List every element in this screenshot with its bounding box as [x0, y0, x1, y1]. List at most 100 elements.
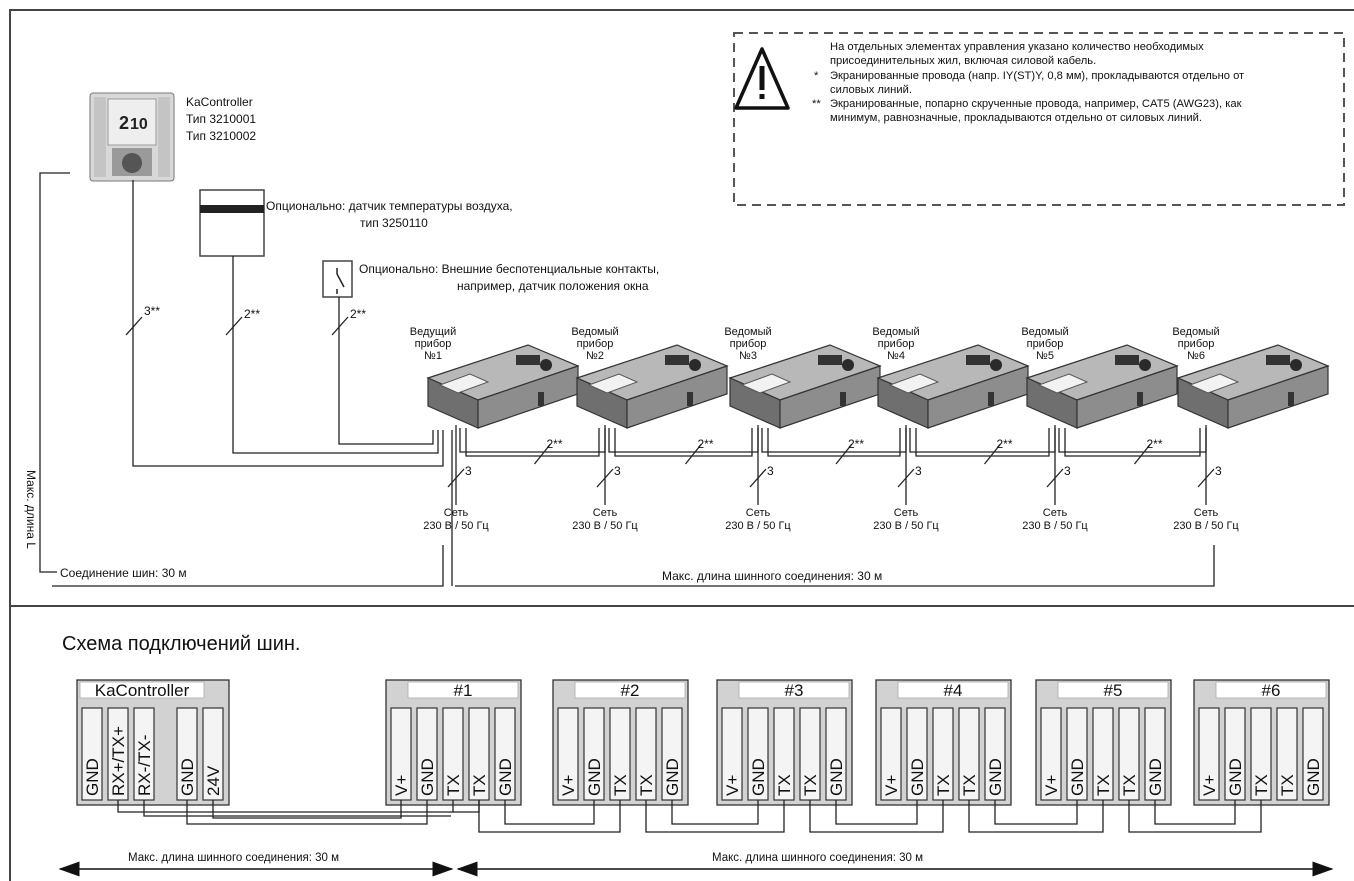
- device-label-num: №6: [1187, 350, 1205, 362]
- bus-wire: [608, 428, 759, 453]
- power-tick: [1197, 468, 1215, 488]
- sensor-label-1: Опционально: датчик температуры воздуха,: [266, 199, 513, 213]
- terminal-pin-label: GND: [986, 758, 1005, 796]
- terminal-pin-label: RX+/TX+: [109, 726, 128, 796]
- note-star1-line2: силовых линий.: [830, 84, 912, 96]
- power-spec: 230 В / 50 Гц: [725, 520, 791, 532]
- bus-wire: [761, 428, 907, 453]
- terminal-title: #4: [944, 681, 963, 700]
- device-label-role: Ведущий: [409, 326, 457, 338]
- controller-type2: Тип 3210002: [186, 129, 257, 143]
- terminal-pin: [721, 707, 743, 801]
- terminal-title: #3: [785, 681, 804, 700]
- warning-icon: [734, 47, 790, 110]
- power-label: Сеть: [745, 507, 771, 519]
- terminal-wire: [835, 800, 918, 825]
- device-label-role: Ведомый: [872, 326, 920, 338]
- power-tick: [897, 468, 915, 488]
- power-tick: [596, 468, 614, 488]
- terminal-pin: [557, 707, 579, 801]
- terminal-pin: [1040, 707, 1062, 801]
- terminal-pin-label: GND: [418, 758, 437, 796]
- terminal-wire: [671, 800, 759, 825]
- bus-connection-short: Соединение шин: 30 м: [60, 566, 187, 580]
- controller-name: KaController: [186, 95, 253, 109]
- power-spec: 230 В / 50 Гц: [423, 520, 489, 532]
- terminal-pin-label: V+: [392, 775, 411, 796]
- note-star2-mark: **: [812, 98, 821, 110]
- terminal-pin-label: TX: [1252, 774, 1271, 796]
- bus-tick: [684, 443, 703, 465]
- device-unit-icon: [728, 344, 882, 429]
- terminal-wire: [1154, 800, 1236, 825]
- device-label-role: Ведомый: [1021, 326, 1069, 338]
- bus-wire: [1064, 428, 1201, 457]
- power-label: Сеть: [592, 507, 618, 519]
- terminal-pin-label: V+: [559, 775, 578, 796]
- switch-contact-icon: [322, 260, 353, 298]
- note-star2-line1: Экранированные, попарно скрученные прово…: [830, 98, 1242, 110]
- power-tick: [749, 468, 767, 488]
- device-label-role: Ведомый: [1172, 326, 1220, 338]
- terminal-pin-label: TX: [960, 774, 979, 796]
- top-frame: [9, 9, 1354, 881]
- terminal-title: KaController: [95, 681, 190, 700]
- note-line-1: На отдельных элементах управления указан…: [830, 41, 1204, 53]
- wire-count-sensor: 2**: [244, 307, 261, 321]
- contacts-label-1: Опционально: Внешние беспотенциальные ко…: [359, 262, 660, 276]
- wire-count-power: 3: [1215, 464, 1222, 478]
- svg-text:2: 2: [119, 113, 129, 133]
- power-label: Сеть: [1042, 507, 1068, 519]
- terminal-pin-label: RX-/TX-: [135, 735, 154, 796]
- wire-count-power: 3: [614, 464, 621, 478]
- device-unit-icon: [1025, 344, 1179, 429]
- controller-device-icon: 2 10: [89, 92, 175, 182]
- device-label-num: №1: [424, 350, 442, 362]
- terminal-pin-label: GND: [749, 758, 768, 796]
- wire-count-power: 3: [1064, 464, 1071, 478]
- wire-count-power: 3: [915, 464, 922, 478]
- air-sensor-icon: [199, 189, 265, 257]
- device-unit-icon: [876, 344, 1030, 429]
- bus-wire: [1058, 428, 1207, 453]
- svg-text:10: 10: [130, 116, 148, 133]
- device-unit-icon: [1176, 344, 1330, 429]
- device-label-role: Ведомый: [724, 326, 772, 338]
- note-star1-mark: *: [814, 70, 819, 82]
- device-label-word: прибор: [729, 338, 767, 350]
- terminal-wire: [143, 800, 451, 817]
- terminal-pin-label: GND: [1304, 758, 1323, 796]
- terminal-wire: [186, 800, 428, 825]
- terminal-pin: [1198, 707, 1220, 801]
- bus-wire: [909, 428, 1056, 453]
- terminal-wire: [994, 800, 1078, 825]
- device-label-word: прибор: [1026, 338, 1064, 350]
- terminal-wire: [504, 800, 595, 825]
- terminal-title: #1: [454, 681, 473, 700]
- power-label: Сеть: [443, 507, 469, 519]
- terminal-pin: [1276, 707, 1298, 801]
- terminal-pin-label: GND: [496, 758, 515, 796]
- wire-count-power: 3: [465, 464, 472, 478]
- terminal-pin-label: TX: [611, 774, 630, 796]
- device-label-word: прибор: [576, 338, 614, 350]
- terminal-wire: [1128, 800, 1262, 833]
- terminal-wire: [478, 800, 621, 833]
- device-label-word: прибор: [414, 338, 452, 350]
- terminal-pin-label: TX: [1278, 774, 1297, 796]
- terminal-pin-label: GND: [178, 758, 197, 796]
- bus-tick: [1133, 443, 1152, 465]
- terminal-pin-label: GND: [827, 758, 846, 796]
- power-tick: [1046, 468, 1064, 488]
- wire-count-power: 3: [767, 464, 774, 478]
- device-label-word: прибор: [1177, 338, 1215, 350]
- terminal-pin-label: TX: [444, 774, 463, 796]
- controller-type1: Тип 3210001: [186, 112, 257, 126]
- contacts-label-2: например, датчик положения окна: [457, 279, 649, 293]
- terminal-pin: [880, 707, 902, 801]
- top-wiring: [39, 172, 1215, 587]
